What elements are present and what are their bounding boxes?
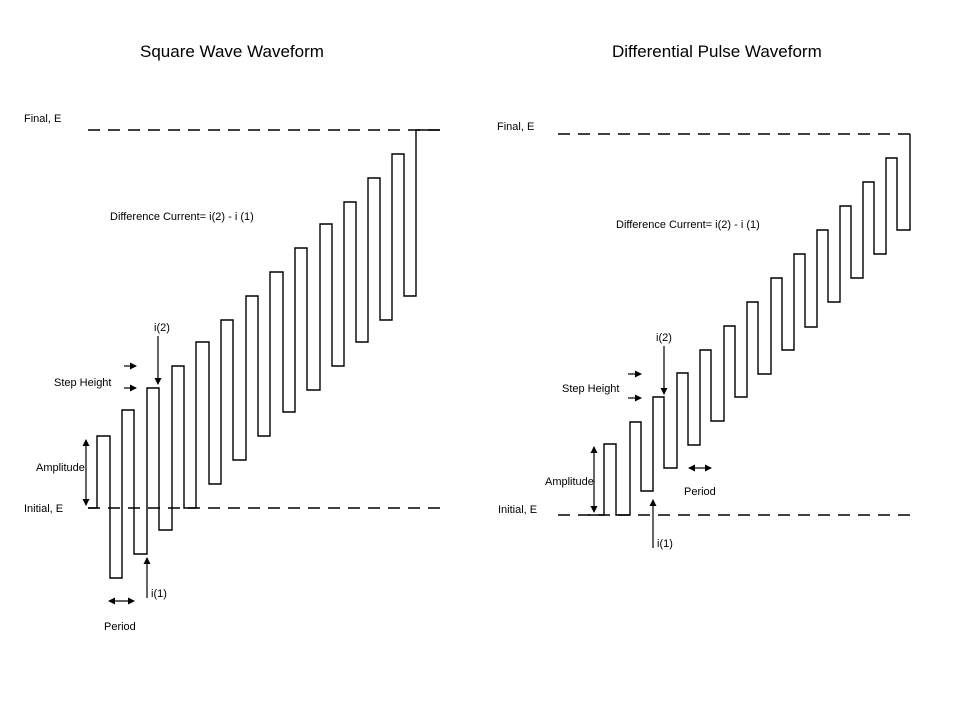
period-label: Period (104, 621, 136, 633)
i2-label: i(2) (656, 332, 672, 344)
step-height-label: Step Height (54, 377, 111, 389)
amplitude-label: Amplitude (545, 476, 594, 488)
i2-label: i(2) (154, 322, 170, 334)
differential-pulse-title: Differential Pulse Waveform (612, 42, 822, 61)
step-height-label: Step Height (562, 383, 619, 395)
initial-label: Initial, E (24, 503, 63, 515)
period-label: Period (684, 486, 716, 498)
square-wave-trace (88, 129, 440, 579)
final-label: Final, E (24, 113, 61, 125)
i1-label: i(1) (657, 538, 673, 550)
i1-label: i(1) (151, 588, 167, 600)
square-wave-panel: Square Wave Waveform Final, E Initial, E… (24, 42, 445, 633)
differential-pulse-panel: Differential Pulse Waveform Final, E Ini… (497, 42, 911, 550)
difference-current-label: Difference Current= i(2) - i (1) (110, 211, 254, 223)
initial-label: Initial, E (498, 504, 537, 516)
amplitude-label: Amplitude (36, 462, 85, 474)
square-wave-title: Square Wave Waveform (140, 42, 324, 61)
difference-current-label: Difference Current= i(2) - i (1) (616, 219, 760, 231)
differential-pulse-trace (588, 134, 911, 516)
final-label: Final, E (497, 121, 534, 133)
